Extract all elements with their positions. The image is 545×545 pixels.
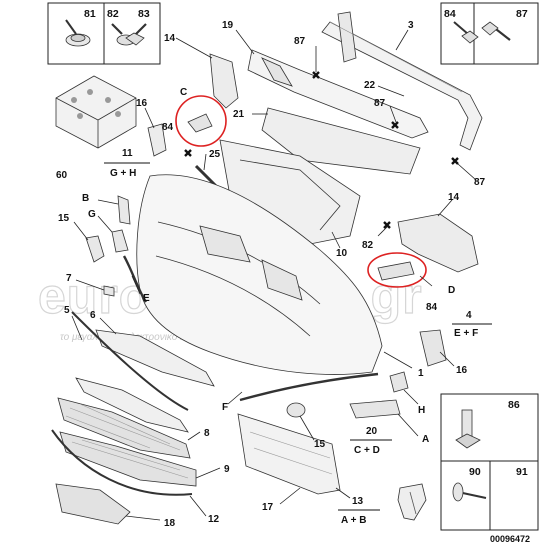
callout-1: 1: [418, 368, 424, 379]
mesh-grille-8-part: [57, 397, 191, 459]
reinforcement-beam-part: [321, 11, 483, 151]
clip-90-icon: [397, 483, 427, 521]
callout-11: 11: [122, 148, 133, 159]
bumper-cover-part: [136, 174, 383, 375]
callout-84-left: 84: [162, 122, 174, 133]
callout-87-right: 87: [474, 177, 486, 188]
callout-15-lower: 15: [314, 439, 326, 450]
callout-A-right: A: [422, 434, 429, 445]
callout-18: 18: [164, 518, 176, 529]
callout-E-plus-F: E + F: [454, 328, 478, 339]
trim-F-part: [239, 372, 379, 402]
callout-G-plus-H: G + H: [110, 168, 136, 179]
box-label-81: 81: [84, 8, 96, 20]
callout-14-upper: 14: [164, 33, 176, 44]
sensor-15-part: [85, 235, 105, 263]
callout-22: 22: [364, 80, 376, 91]
callout-4: 4: [466, 310, 472, 321]
grille-lower-frame-part: [75, 377, 189, 433]
callout-H: H: [418, 405, 425, 416]
upper-absorber-part: [247, 49, 429, 139]
clip-7-part: [103, 285, 115, 297]
sensor-15-lower-part: [286, 402, 306, 418]
callout-8: 8: [204, 428, 210, 439]
callout-87-upper: 87: [294, 36, 306, 47]
leader-lines: [71, 29, 477, 521]
callout-21: 21: [233, 109, 245, 120]
clip-kit-60-part: [55, 75, 137, 149]
callout-16-upper: 16: [136, 98, 148, 109]
reference-code: 00096472: [490, 534, 530, 544]
bracket-G-part: [111, 229, 129, 253]
callout-10: 10: [336, 248, 348, 259]
callout-13: 13: [352, 496, 364, 507]
bracket-A-part: [349, 399, 401, 419]
callout-9: 9: [224, 464, 230, 475]
callout-7: 7: [66, 273, 72, 284]
callout-E: E: [143, 293, 150, 304]
callout-6: 6: [90, 310, 96, 321]
box-label-82: 82: [107, 8, 119, 20]
callout-60: 60: [56, 170, 68, 181]
callout-5: 5: [64, 305, 70, 316]
callout-3: 3: [408, 20, 414, 31]
callout-G: G: [88, 209, 96, 220]
box-bottom-right: 86 90 91: [397, 393, 539, 531]
right-bracket-14-part: [397, 213, 479, 273]
box-label-91: 91: [516, 466, 528, 478]
chrome-strip-5-part: [71, 311, 189, 411]
callout-B: B: [82, 193, 89, 204]
box-top-left: 81 82 83: [47, 2, 161, 65]
callout-25: 25: [209, 149, 221, 160]
bolt-87-icon: [481, 21, 511, 41]
callout-F: F: [222, 402, 228, 413]
callout-20: 20: [366, 426, 378, 437]
callout-C-upper: C: [180, 87, 187, 98]
callout-D: D: [448, 285, 455, 296]
bolt-83-icon: [125, 23, 147, 46]
callout-16-lower: 16: [456, 365, 468, 376]
callout-17: 17: [262, 502, 274, 513]
fastener-markers: [184, 71, 459, 229]
highlight-circle-left: [175, 95, 227, 147]
clip-81-icon: [65, 19, 91, 47]
box-label-90: 90: [469, 466, 481, 478]
grille-surround-6-part: [95, 329, 215, 387]
screw-84-icon: [453, 21, 479, 44]
callout-19: 19: [222, 20, 234, 31]
highlight-circle-right: [367, 252, 427, 288]
box-label-83: 83: [138, 8, 150, 20]
callout-14-right: 14: [448, 192, 460, 203]
callout-87-mid: 87: [374, 98, 386, 109]
callout-15-left: 15: [58, 213, 70, 224]
trim-E-part: [122, 255, 148, 303]
bracket-H-part: [389, 371, 409, 393]
rivet-91-icon: [452, 482, 487, 502]
box-label-84: 84: [444, 8, 456, 20]
mesh-grille-9-part: [59, 431, 197, 487]
callout-84-right: 84: [426, 302, 438, 313]
bracket-16-lower-part: [419, 329, 447, 367]
box-label-87: 87: [516, 8, 528, 20]
callout-labels: 19 3 14 87 22 87 87 16 C 84 21 25 60 11 …: [56, 20, 530, 544]
grille-18-part: [55, 483, 131, 525]
bolt-86-icon: [455, 409, 481, 449]
callout-12: 12: [208, 514, 220, 525]
callout-82: 82: [362, 240, 374, 251]
bracket-B-part: [117, 195, 131, 225]
box-label-86: 86: [508, 399, 520, 411]
bracket-16-upper-part: [147, 123, 167, 157]
box-top-right: 84 87: [440, 2, 539, 65]
lower-grille-17-part: [237, 413, 341, 495]
trim-12-part: [51, 429, 193, 496]
callout-C-plus-D: C + D: [354, 445, 380, 456]
callout-A-plus-B: A + B: [341, 515, 366, 526]
left-bracket-14-part: [209, 53, 239, 109]
